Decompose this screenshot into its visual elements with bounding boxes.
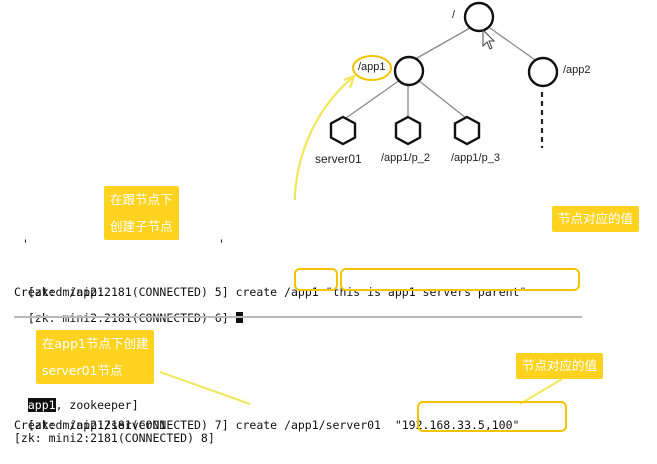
arrow-terminal-to-app1 <box>293 77 353 200</box>
terminal-divider <box>14 316 582 318</box>
edge-root-app1 <box>409 27 471 63</box>
terminal1-path-app1: /app1 <box>284 285 319 299</box>
callout4-connector <box>519 378 563 405</box>
root-node[interactable] <box>463 1 495 33</box>
callout-node-value-2: 节点对应的值 <box>516 353 604 379</box>
app1-label-highlight <box>352 55 392 81</box>
app2-label: /app2 <box>563 64 591 76</box>
callout3-connector <box>159 371 251 405</box>
callout-create-child-line1: 在跟节点下 <box>110 192 173 207</box>
server01-label: server01 <box>315 152 362 166</box>
app1-node[interactable] <box>393 55 425 87</box>
server01-node[interactable] <box>329 115 357 146</box>
edge-root-app2 <box>489 27 539 63</box>
app1-path-highlight <box>294 268 338 291</box>
terminal1-prompt-6: [zk: mini2:2181(CONNECTED) 6] <box>27 311 229 325</box>
root-label: / <box>452 9 456 21</box>
terminal1-line2: Created /app1 <box>14 285 105 299</box>
terminal2-line1: [zk: mini2:2181(CONNECTED) 7] create /ap… <box>14 406 520 432</box>
terminal1-value: "this is app1 servers parent" <box>325 285 527 299</box>
callout-node-value-1: 节点对应的值 <box>552 206 640 232</box>
p2-node[interactable] <box>394 115 422 146</box>
server01-value-highlight <box>417 401 567 432</box>
app1-value-highlight <box>340 268 580 291</box>
terminal1-line1: [zk: mini2:2181(CONNECTED) 5] create /ap… <box>14 273 527 299</box>
terminal2-line2: Created /app1/server01 <box>14 418 167 432</box>
p2-label: /app1/p_2 <box>381 152 430 164</box>
zk-node-tree <box>293 1 559 200</box>
edge-app1-p3 <box>417 79 467 119</box>
callout-create-under-app1-line2: server01节点 <box>42 363 123 378</box>
terminal2-line0-rest: , zookeeper] <box>55 398 139 412</box>
terminal2-line0: app1, zookeeper] <box>14 386 139 412</box>
callout-create-under-app1-line1: 在app1节点下创建 <box>42 336 149 351</box>
callout-create-child: 在跟节点下 创建子节点 <box>104 186 179 240</box>
stray-mark-1: ' <box>22 237 29 251</box>
stray-mark-2: ' <box>218 237 225 251</box>
p3-node[interactable] <box>453 115 481 146</box>
edge-app1-server01 <box>345 79 401 119</box>
callout-create-child-line2: 创建子节点 <box>110 219 173 234</box>
app2-node[interactable] <box>527 56 559 88</box>
terminal2-selection: app1 <box>27 398 56 412</box>
terminal1-prompt-create: [zk: mini2:2181(CONNECTED) 5] create <box>27 285 278 299</box>
app1-label: /app1 <box>358 61 386 73</box>
terminal2-line3: [zk: mini2:2181(CONNECTED) 8] <box>14 431 215 445</box>
terminal2-prompt-create: [zk: mini2:2181(CONNECTED) 7] create /ap… <box>27 418 381 432</box>
callout-create-under-app1: 在app1节点下创建 server01节点 <box>36 330 155 384</box>
p3-label: /app1/p_3 <box>451 152 500 164</box>
mouse-cursor-icon <box>482 28 496 50</box>
arrow-head-app1 <box>343 74 356 89</box>
terminal2-value: "192.168.33.5,100" <box>394 418 520 432</box>
